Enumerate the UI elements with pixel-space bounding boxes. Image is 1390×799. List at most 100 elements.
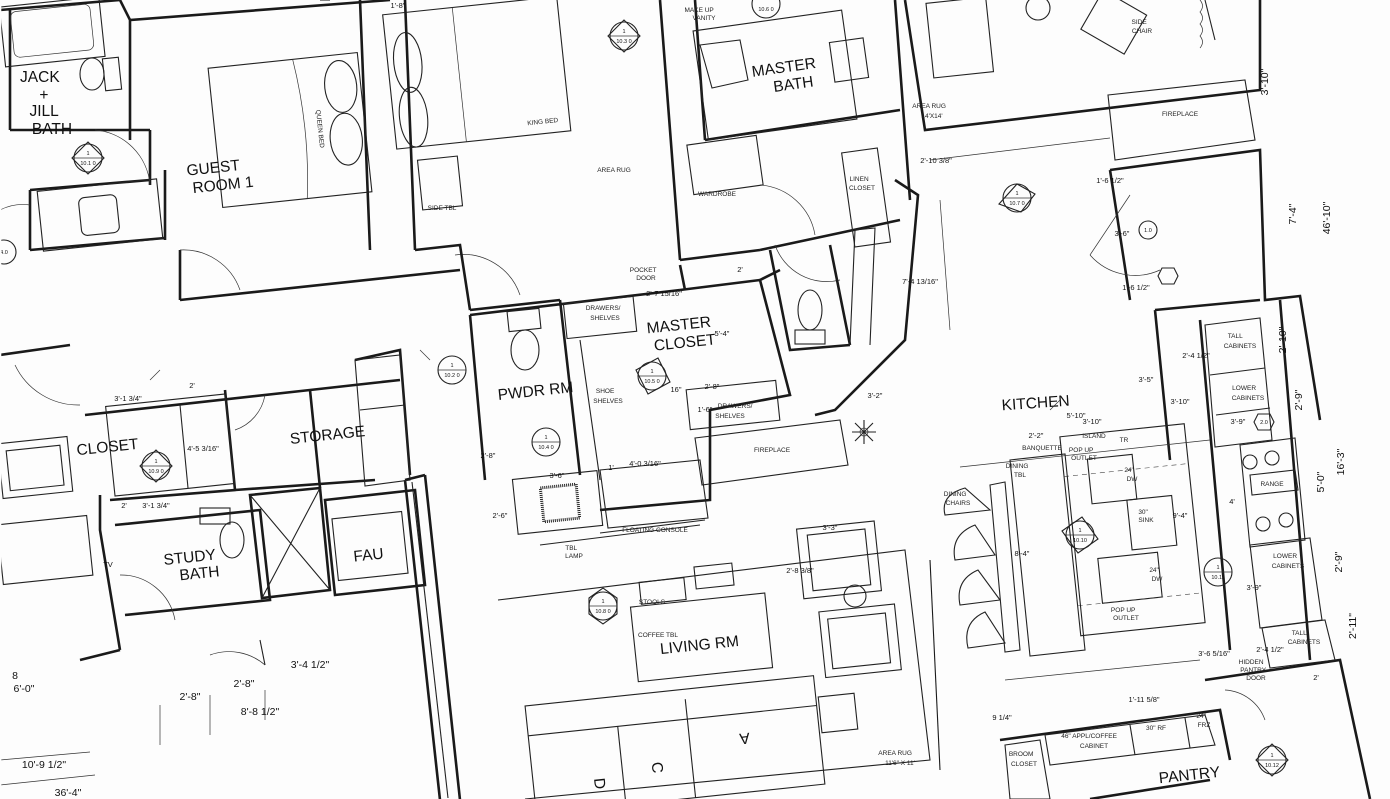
range [1239,437,1306,548]
popup-outlet-1-label: POP UP OUTLET [1069,447,1097,462]
section-marker-7: 1 10.4 0 [531,427,561,457]
tall-cabinets-1-label: TALL CABINETS [1224,333,1257,350]
svg-text:10.4 0: 10.4 0 [538,445,553,451]
svg-text:C: C [648,761,666,774]
svg-text:1: 1 [544,435,547,441]
queen-bed: QUEEN BED [207,51,373,209]
svg-text:A: A [738,729,751,747]
range-label: RANGE [1260,481,1284,488]
dim-1-11: 1'-11 5/8" [1128,695,1159,704]
armchair-bottom [818,603,902,679]
floating-console-label: FLOATING CONSOLE [622,527,688,534]
svg-text:D: D [590,777,608,790]
drawers-shelves-bottom-label: DRAWERS/ SHELVES [715,403,754,420]
island [1059,423,1206,637]
dim-2-4: 2'-4 1/2" [1182,351,1210,360]
svg-text:1: 1 [1015,191,1018,197]
west-wing: QUEEN BED KING BED SIDE TBL AREA RUG JAC… [0,0,631,302]
dim-2-cl: 2' [189,381,195,390]
section-marker-4: 1 10.7 0 [998,183,1036,213]
drawers-shelves-top-label: DRAWERS/ SHELVES [586,305,623,322]
svg-text:10.9 0: 10.9 0 [148,469,163,475]
closet-label: CLOSET [76,436,140,459]
dim-4-5: 4'-5 3/16" [187,444,219,453]
dim-1-6-a: 1'-6 1/2" [1096,176,1124,185]
dim-1-8: 1'-8" [391,1,406,10]
section-marker-13: 4.0 [0,239,17,265]
lower-cabinets-1-label: LOWER CABINETS [1232,385,1265,402]
svg-text:2.0: 2.0 [1260,420,1268,426]
section-markers: 1 10.1 0 1 10.3 0 10.6 0 1 10.7 0 1 10.2 0 1… [0,0,1289,777]
dim-3-6-pw: 3'-6" [550,471,565,480]
jack-jill-bath-label: JACK + JILL BATH [20,69,72,138]
master-bath-label: MASTER BATH [751,54,824,98]
dim-2-6-pw: 2'-6" [493,511,508,520]
section-marker-10: 110.10 [1061,516,1099,554]
tall-cabinets-2-label: TALL CABINETS [1288,630,1321,646]
wardrobe-label: WARDROBE [698,191,737,198]
fireplace-top-label: FIREPLACE [1162,111,1199,118]
dim-3-1: 3'-1 3/4" [114,394,142,403]
dim-2-sb: 2' [121,501,127,510]
section-marker-6: 110.5 0 [635,357,671,395]
drawers-shelves-bottom [685,379,781,431]
svg-text:10.7 0: 10.7 0 [1009,201,1024,207]
misc-walls [149,0,1061,771]
shoe-shelves-label: SHOE SHELVES [593,388,623,405]
kitchen-label: KITCHEN [1001,393,1070,415]
dim-36-4: 36'-4" [55,787,82,799]
area-rug-label: AREA RUG [597,167,631,174]
svg-text:10.12: 10.12 [1265,763,1279,769]
king-bed: KING BED [382,0,572,150]
dim-3-6-16: 3'-6 5/16" [1198,649,1230,658]
dim-9-4-b: 9 1/4" [992,713,1012,722]
svg-text:10.11: 10.11 [1211,575,1224,581]
north-east: SIDE CHAIR AREA RUG 14'X14' FIREPLACE 3'… [903,0,1271,161]
tag-kitchen-1: 1.0 [1138,220,1158,240]
side-chair [1080,0,1148,55]
svg-text:10.3 0: 10.3 0 [616,39,631,45]
dim-7-4: 7'-4" [1287,203,1299,224]
island-label: ISLAND [1082,433,1106,440]
dim-2-8-a: 2'-8" [180,691,201,703]
dim-1-mc: 1' [608,463,614,472]
dim-2-8-pw: 2'-8" [481,451,496,460]
fireplace-top [1107,79,1256,161]
dim-3-9-b: 3'-9" [1247,583,1262,592]
drawers-shelves-top [562,295,638,340]
dim-16-mc: 16" [670,385,681,394]
dim-6-0: 6'-0" [14,683,35,695]
dim-3-9-a: 3'-9" [1231,417,1246,426]
dim-16-3: 16'-3" [1335,448,1347,475]
svg-text:1: 1 [154,459,157,465]
dim-2-7: 2'-7 15/16" [646,289,682,298]
storage-label: STORAGE [289,423,366,448]
svg-text:1: 1 [622,29,625,35]
svg-text:10.2 0: 10.2 0 [444,373,459,379]
kitchen: RANGE TALL CABINETS LOWER CABINETS LOWER… [902,137,1372,799]
plant-icon [852,420,876,444]
section-marker-11: 110.11 [1203,557,1233,587]
svg-text:1: 1 [1270,753,1273,759]
broom-closet-label: BROOM CLOSET [1009,751,1037,768]
fau-label: FAU [353,545,385,565]
svg-text:10.8 0: 10.8 0 [595,609,610,615]
toilet-study [219,521,245,559]
stools-label: STOOLS [639,599,666,606]
bathtub [0,0,106,68]
dim-2-8-mc: 2'-8" [705,382,720,391]
vanity [36,178,164,252]
hidden-pantry-label: HIDDEN PANTRY DOOR [1239,659,1268,682]
svg-text:10.1 0: 10.1 0 [80,161,95,167]
svg-text:1: 1 [601,599,604,605]
side-table [416,155,464,211]
makeup-vanity [699,39,749,89]
dim-2-11: 2'-11" [1347,613,1359,639]
dim-10-9: 10'-9 1/2" [22,759,67,771]
svg-text:10.6 0: 10.6 0 [758,7,773,13]
dim-tv: TV [103,560,113,569]
makeup-vanity-label: MAKE UP VANITY [685,7,717,22]
study-bath-label: STUDY BATH [163,546,223,586]
sink-label: 30" SINK [1138,509,1154,524]
